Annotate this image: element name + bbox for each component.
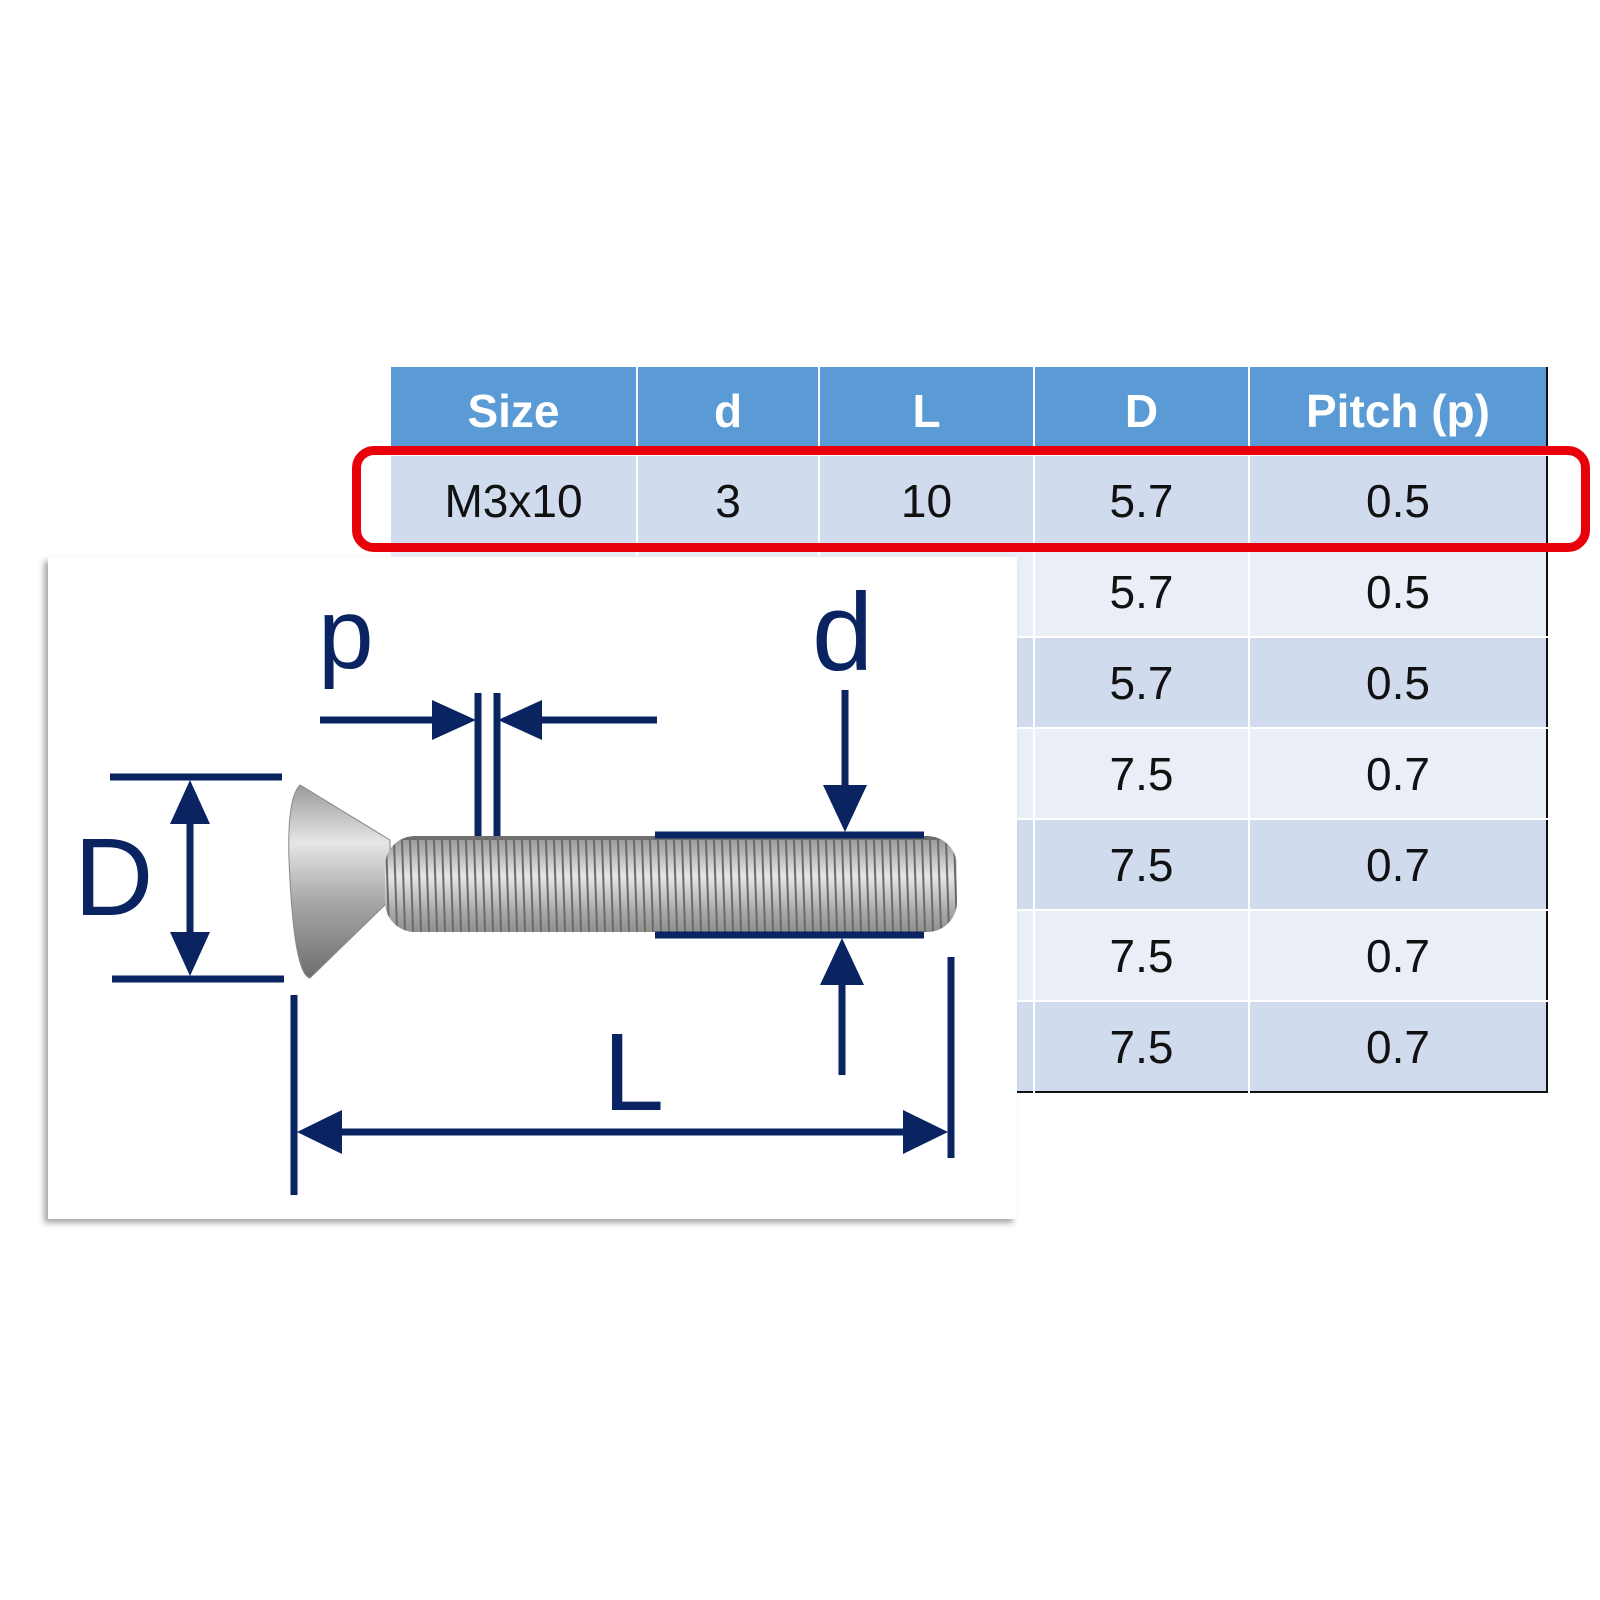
cell-D: 7.5 [1033, 818, 1249, 910]
cell-D: 5.7 [1033, 636, 1249, 728]
cell-L: 10 [818, 454, 1034, 546]
header-size: Size [389, 365, 637, 455]
cell-size: M3x10 [389, 454, 637, 546]
cell-D: 7.5 [1033, 727, 1249, 819]
cell-D: 5.7 [1033, 454, 1249, 546]
cell-D: 7.5 [1033, 909, 1249, 1001]
screw-diagram: p d D L [74, 571, 957, 1195]
table-header-row: Size d L D Pitch (p) [389, 365, 1547, 455]
cell-pitch: 0.5 [1248, 636, 1547, 728]
label-length: L [603, 1011, 664, 1134]
screw-diagram-panel: p d D L [48, 557, 1017, 1219]
cell-D: 7.5 [1033, 1000, 1249, 1092]
cell-pitch: 0.7 [1248, 1000, 1547, 1092]
screw-icon [288, 784, 957, 979]
header-d: d [636, 365, 819, 455]
table-row: M3x10 3 10 5.7 0.5 [389, 454, 1547, 546]
dimension-lines [110, 690, 955, 1195]
highlight-box [352, 446, 1590, 552]
cell-pitch: 0.7 [1248, 818, 1547, 910]
cell-d: 3 [636, 454, 819, 546]
cell-pitch: 0.5 [1248, 545, 1547, 637]
cell-pitch: 0.7 [1248, 727, 1547, 819]
label-head-diameter: D [74, 816, 153, 939]
cell-pitch: 0.7 [1248, 909, 1547, 1001]
header-D: D [1033, 365, 1249, 455]
cell-D: 5.7 [1033, 545, 1249, 637]
cell-pitch: 0.5 [1248, 454, 1547, 546]
header-L: L [818, 365, 1034, 455]
label-pitch: p [318, 578, 374, 690]
label-thread-diameter: d [812, 571, 873, 694]
header-pitch: Pitch (p) [1248, 365, 1547, 455]
